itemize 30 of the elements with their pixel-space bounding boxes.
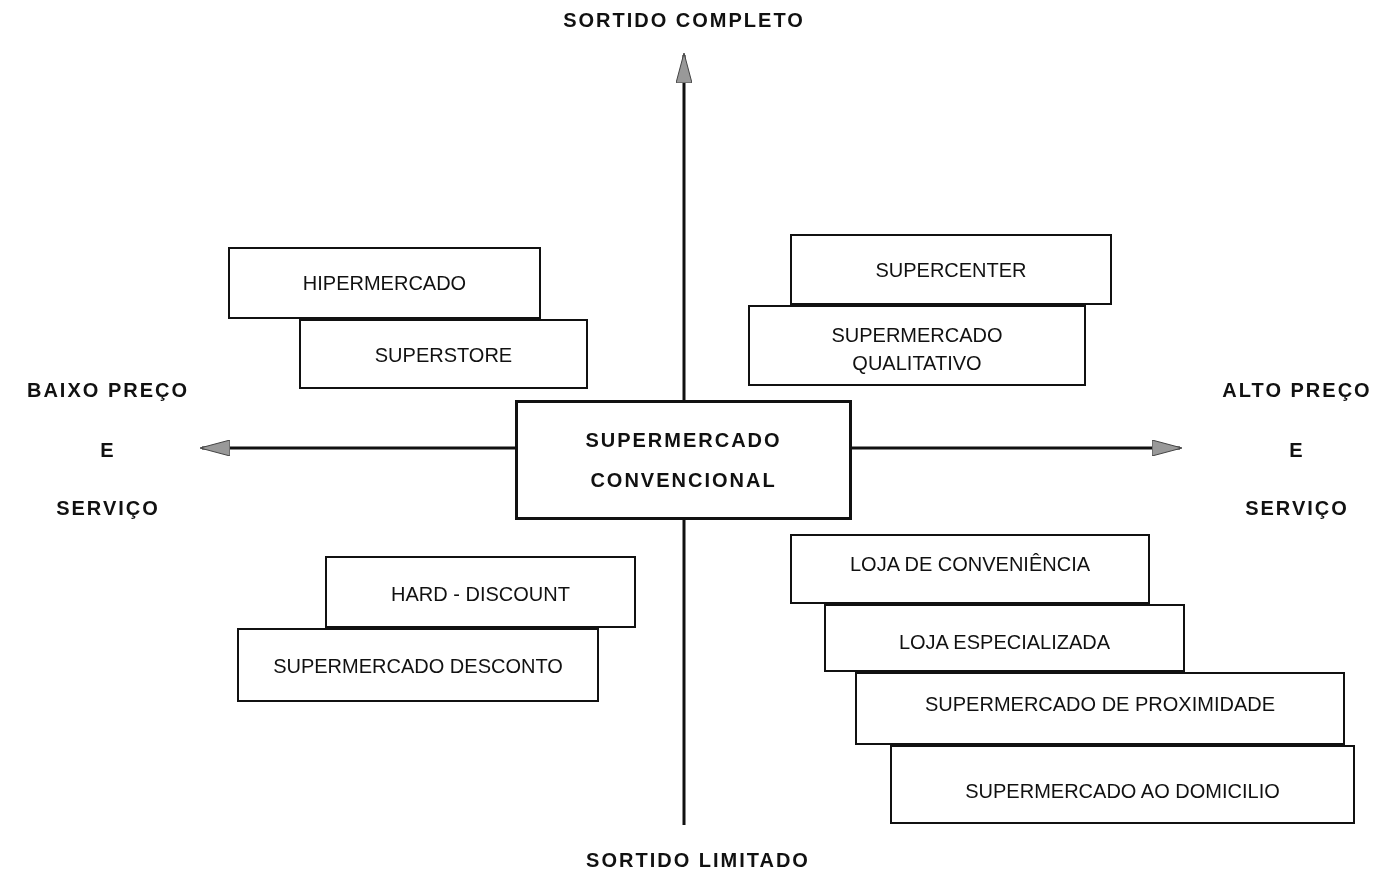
category-name: SUPERMERCADO DESCONTO (273, 654, 563, 679)
category-name: SUPERCENTER (875, 258, 1027, 283)
category-box (299, 319, 588, 389)
axis-label: ALTO PREÇO (1222, 378, 1372, 402)
category-box (824, 604, 1185, 672)
category-name: LOJA ESPECIALIZADA (898, 630, 1111, 655)
category-box (237, 628, 599, 702)
category-name: HARD - DISCOUNT (391, 582, 570, 607)
axis-label: SERVIÇO (1245, 496, 1349, 520)
category-box (228, 247, 541, 319)
category-name: HIPERMERCADO (302, 271, 467, 296)
category-box (325, 556, 636, 628)
category-box (748, 305, 1086, 386)
category-name: SUPERMERCADO CONVENCIONAL (584, 428, 783, 493)
category-box (855, 672, 1345, 745)
axis-label: E (1289, 438, 1305, 462)
category-box (790, 534, 1150, 604)
category-box (890, 745, 1355, 824)
axis-label: BAIXO PREÇO (27, 378, 189, 402)
category-name: LOJA DE CONVENIÊNCIA (849, 552, 1091, 577)
category-name: SUPERSTORE (374, 343, 513, 368)
axis-label: SORTIDO LIMITADO (586, 848, 810, 872)
category-name: SUPERMERCADO DE PROXIMIDADE (924, 692, 1276, 717)
axis-label: SORTIDO COMPLETO (563, 8, 805, 32)
category-name: SUPERMERCADO AO DOMICILIO (965, 779, 1280, 804)
category-name: SUPERMERCADO QUALITATIVO (830, 323, 1004, 376)
axis-label: E (100, 438, 116, 462)
category-box (790, 234, 1112, 305)
category-box (515, 400, 852, 520)
axis-label: SERVIÇO (56, 496, 160, 520)
